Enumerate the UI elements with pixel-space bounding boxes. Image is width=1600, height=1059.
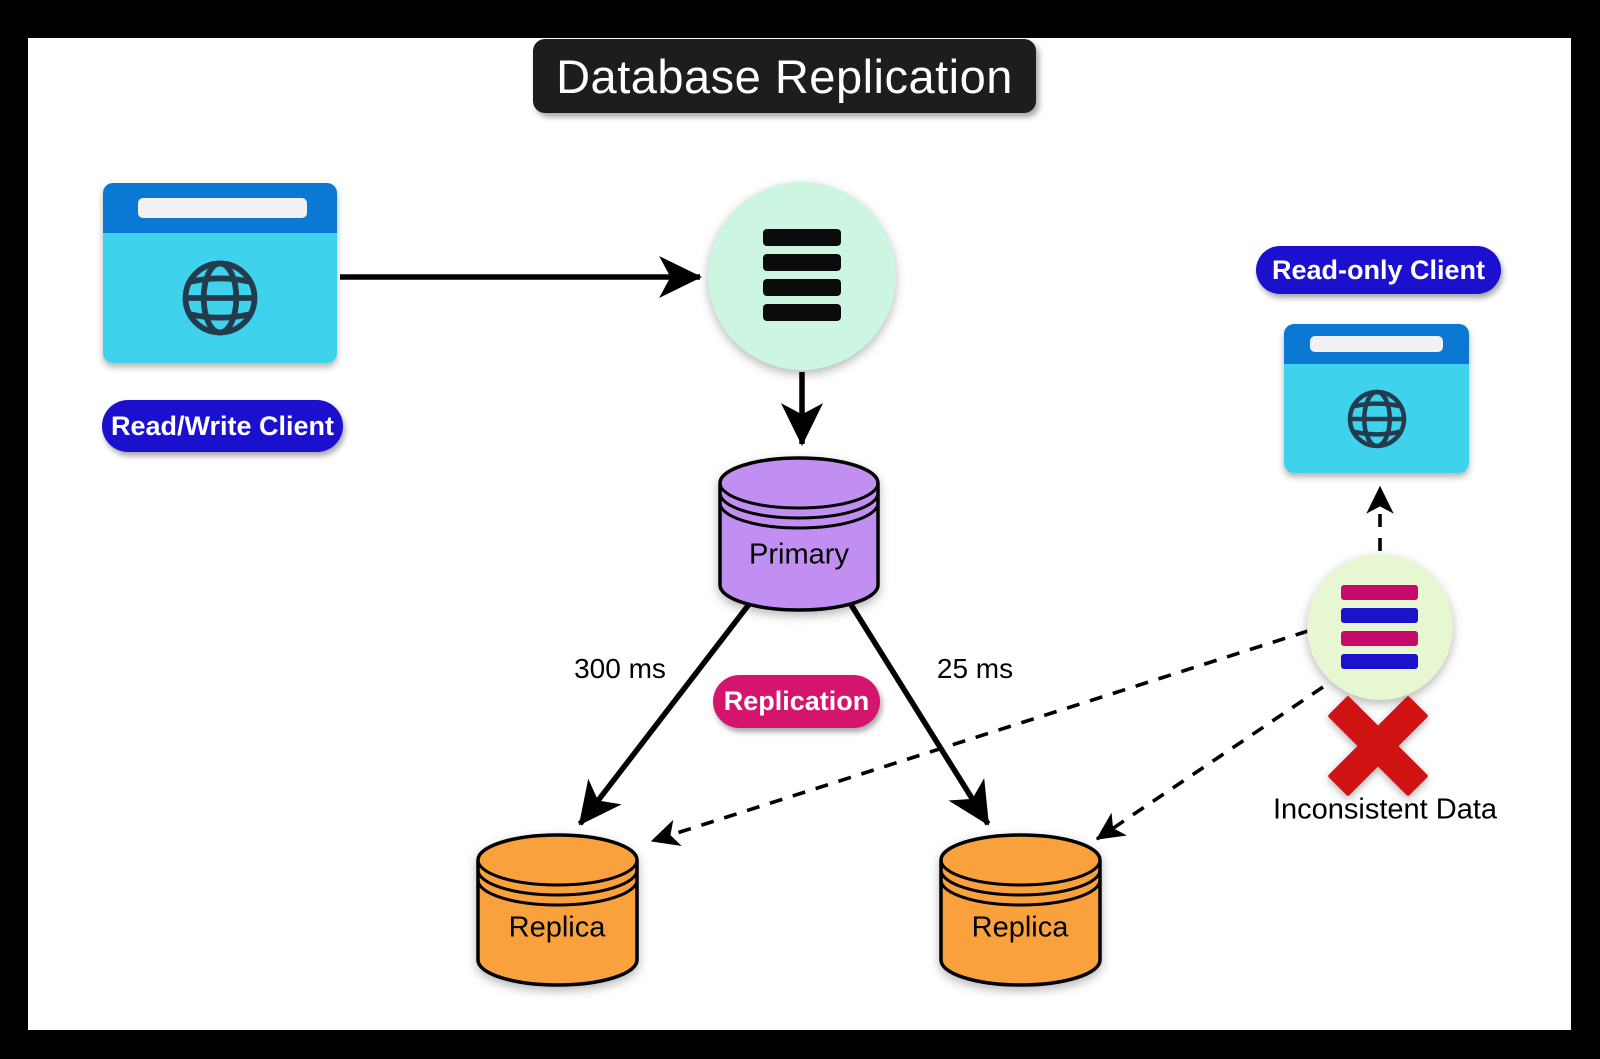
log-bar-blue (1341, 608, 1418, 623)
latency-label-left: 300 ms (574, 653, 666, 684)
red-x-icon (1328, 696, 1428, 796)
replication-badge: Replication (713, 675, 880, 728)
log-bar (763, 304, 841, 321)
replica-left-database-icon (476, 833, 639, 987)
latency-label-right: 25 ms (936, 653, 1014, 684)
arrow-primary-to-replica-right (847, 601, 991, 826)
log-circle (708, 182, 896, 370)
primary-db-label: Primary (749, 538, 849, 571)
dashed-arrows (650, 485, 1394, 846)
browser-addressbar (138, 198, 307, 218)
page-title: Database Replication (556, 49, 1013, 103)
browser-body (1284, 364, 1469, 473)
mixed-log-circle (1307, 554, 1453, 700)
read-only-client-text: Read-only Client (1271, 254, 1486, 285)
replica-left-label: Replica (508, 911, 606, 944)
browser-body (103, 233, 337, 363)
solid-arrows (340, 255, 991, 826)
read-write-client-label: Read/Write Client (102, 400, 343, 452)
read-only-client-browser-icon (1284, 324, 1469, 473)
globe-icon (182, 260, 258, 336)
log-bar (763, 229, 841, 246)
log-bar-pink (1341, 585, 1418, 600)
log-bar (763, 254, 841, 271)
log-bar (763, 279, 841, 296)
arrow-primary-to-replica-left (577, 601, 753, 826)
browser-titlebar (1284, 324, 1469, 364)
replica-right-label: Replica (971, 911, 1069, 944)
log-stack-icon (708, 182, 896, 370)
dashed-arrow-to-replica-right (1095, 685, 1325, 841)
page-title-box: Database Replication (533, 39, 1036, 113)
log-bar-blue (1341, 654, 1418, 669)
dashed-arrow-to-replica-left (650, 629, 1309, 846)
primary-database-icon (718, 456, 880, 612)
read-write-client-text: Read/Write Client (110, 410, 335, 441)
browser-addressbar (1310, 336, 1443, 352)
read-write-client-browser-icon (103, 183, 337, 363)
log-bar-pink (1341, 631, 1418, 646)
browser-titlebar (103, 183, 337, 233)
replica-right-database-icon (939, 833, 1102, 987)
inconsistent-data-label: Inconsistent Data (1272, 793, 1498, 826)
read-only-client-label: Read-only Client (1256, 246, 1501, 294)
replication-text: Replication (723, 686, 870, 716)
globe-icon (1347, 389, 1406, 448)
mixed-log-stack-icon (1307, 554, 1453, 700)
